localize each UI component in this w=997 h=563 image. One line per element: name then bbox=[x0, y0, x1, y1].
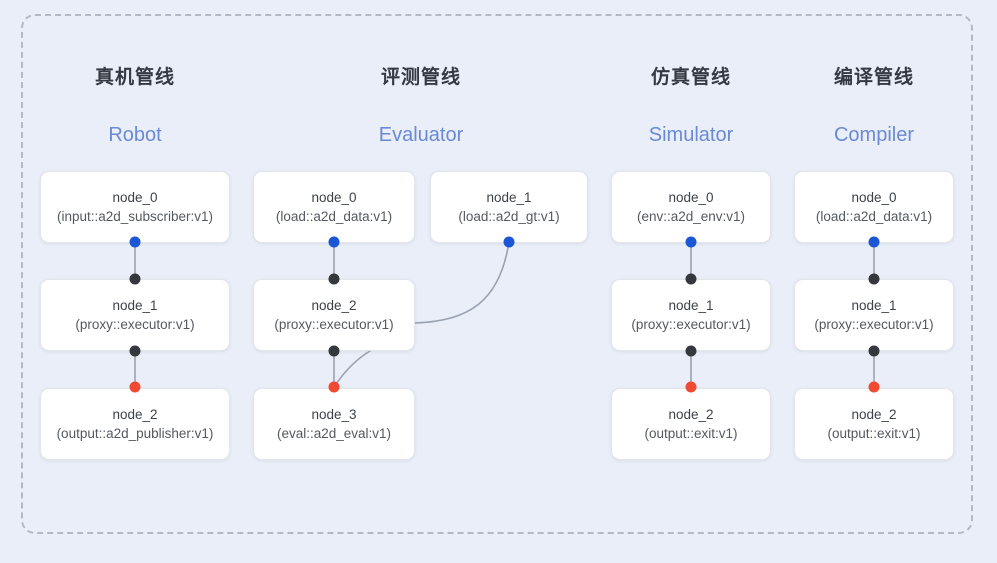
node-compiler-1[interactable]: node_1 (proxy::executor:v1) bbox=[794, 279, 954, 351]
node-label-name: node_2 bbox=[112, 407, 158, 422]
node-label-name: node_1 bbox=[851, 298, 897, 313]
node-label-name: node_0 bbox=[668, 190, 714, 205]
port-input-evaluator-3[interactable] bbox=[328, 381, 340, 393]
node-simulator-1[interactable]: node_1 (proxy::executor:v1) bbox=[611, 279, 771, 351]
node-label-type: (load::a2d_data:v1) bbox=[275, 209, 393, 224]
dashed-group-frame bbox=[21, 14, 973, 534]
port-output-simulator-1[interactable] bbox=[685, 345, 697, 357]
node-evaluator-3[interactable]: node_3 (eval::a2d_eval:v1) bbox=[253, 388, 415, 460]
node-robot-0[interactable]: node_0 (input::a2d_subscriber:v1) bbox=[40, 171, 230, 243]
column-title-evaluator: 评测管线 bbox=[380, 67, 461, 88]
column-title-robot: 真机管线 bbox=[94, 67, 175, 88]
node-label-type: (output::exit:v1) bbox=[644, 426, 738, 441]
port-output-evaluator-1[interactable] bbox=[503, 236, 515, 248]
port-output-compiler-0[interactable] bbox=[868, 236, 880, 248]
port-input-robot-2[interactable] bbox=[129, 381, 141, 393]
node-robot-1[interactable]: node_1 (proxy::executor:v1) bbox=[40, 279, 230, 351]
port-input-evaluator-2[interactable] bbox=[328, 273, 340, 285]
node-label-type: (proxy::executor:v1) bbox=[814, 317, 934, 332]
node-label-type: (output::exit:v1) bbox=[827, 426, 921, 441]
port-input-compiler-1[interactable] bbox=[868, 273, 880, 285]
node-label-type: (proxy::executor:v1) bbox=[631, 317, 751, 332]
node-label-name: node_3 bbox=[311, 407, 357, 422]
node-label-type: (load::a2d_data:v1) bbox=[815, 209, 933, 224]
port-input-simulator-2[interactable] bbox=[685, 381, 697, 393]
node-evaluator-0[interactable]: node_0 (load::a2d_data:v1) bbox=[253, 171, 415, 243]
port-output-robot-1[interactable] bbox=[129, 345, 141, 357]
column-subtitle-compiler: Compiler bbox=[833, 124, 915, 146]
node-compiler-0[interactable]: node_0 (load::a2d_data:v1) bbox=[794, 171, 954, 243]
node-label-name: node_1 bbox=[668, 298, 714, 313]
node-label-name: node_0 bbox=[311, 190, 357, 205]
port-output-simulator-0[interactable] bbox=[685, 236, 697, 248]
column-subtitle-simulator: Simulator bbox=[648, 124, 734, 146]
column-title-simulator: 仿真管线 bbox=[650, 67, 731, 88]
port-output-evaluator-0[interactable] bbox=[328, 236, 340, 248]
node-label-name: node_2 bbox=[851, 407, 897, 422]
port-output-robot-0[interactable] bbox=[129, 236, 141, 248]
node-label-type: (load::a2d_gt:v1) bbox=[458, 209, 560, 224]
node-label-type: (eval::a2d_eval:v1) bbox=[276, 426, 392, 441]
column-title-compiler: 编译管线 bbox=[833, 67, 914, 88]
column-subtitle-robot: Robot bbox=[108, 124, 162, 146]
node-simulator-0[interactable]: node_0 (env::a2d_env:v1) bbox=[611, 171, 771, 243]
node-label-type: (output::a2d_publisher:v1) bbox=[56, 426, 214, 441]
port-input-compiler-2[interactable] bbox=[868, 381, 880, 393]
column-subtitle-evaluator: Evaluator bbox=[378, 124, 464, 146]
port-input-robot-1[interactable] bbox=[129, 273, 141, 285]
node-label-type: (env::a2d_env:v1) bbox=[636, 209, 746, 224]
port-output-compiler-1[interactable] bbox=[868, 345, 880, 357]
node-evaluator-2[interactable]: node_2 (proxy::executor:v1) bbox=[253, 279, 415, 351]
node-evaluator-1[interactable]: node_1 (load::a2d_gt:v1) bbox=[430, 171, 588, 243]
node-label-type: (input::a2d_subscriber:v1) bbox=[56, 209, 214, 224]
node-robot-2[interactable]: node_2 (output::a2d_publisher:v1) bbox=[40, 388, 230, 460]
port-input-simulator-1[interactable] bbox=[685, 273, 697, 285]
node-label-name: node_0 bbox=[851, 190, 897, 205]
node-label-name: node_2 bbox=[668, 407, 714, 422]
node-label-name: node_0 bbox=[112, 190, 158, 205]
node-label-name: node_2 bbox=[311, 298, 357, 313]
node-label-name: node_1 bbox=[486, 190, 532, 205]
node-label-type: (proxy::executor:v1) bbox=[75, 317, 195, 332]
node-compiler-2[interactable]: node_2 (output::exit:v1) bbox=[794, 388, 954, 460]
node-label-name: node_1 bbox=[112, 298, 158, 313]
node-label-type: (proxy::executor:v1) bbox=[274, 317, 394, 332]
port-output-evaluator-2[interactable] bbox=[328, 345, 340, 357]
node-simulator-2[interactable]: node_2 (output::exit:v1) bbox=[611, 388, 771, 460]
